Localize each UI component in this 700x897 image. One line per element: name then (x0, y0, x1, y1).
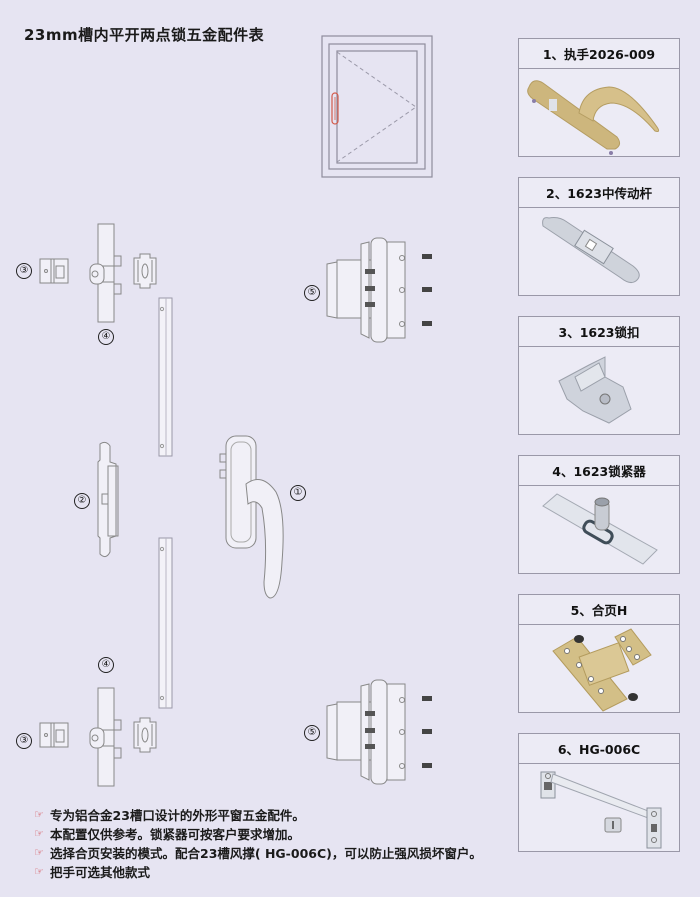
window-glass (336, 50, 418, 164)
note-item: ☞ 专为铝合金23槽口设计的外形平窗五金配件。 (34, 805, 482, 824)
part-card-hinge: 5、合页H (518, 594, 680, 713)
callout-locking-block-bottom: ④ (98, 657, 114, 673)
part-card-title: 6、HG-006C (519, 734, 679, 764)
part-card-title: 1、执手2026-009 (519, 39, 679, 69)
handle-drawing (219, 435, 284, 599)
hinge-drawing-top (326, 237, 432, 343)
page-title: 23mm槽内平开两点锁五金配件表 (24, 26, 265, 44)
notes-list: ☞ 专为铝合金23槽口设计的外形平窗五金配件。 ☞ 本配置仅供参考。锁紧器可按客… (34, 805, 482, 881)
pointing-hand-icon: ☞ (34, 808, 44, 821)
part-card-title: 4、1623锁紧器 (519, 456, 679, 486)
lock-keeper-drawing-top (39, 258, 69, 284)
hinge-icon (552, 628, 652, 712)
callout-keeper-top: ③ (16, 263, 32, 279)
opening-direction-lines (336, 51, 417, 163)
locking-block-clip-drawing-bottom (133, 717, 157, 753)
pointing-hand-icon: ☞ (34, 846, 44, 859)
window-sash-frame (328, 43, 426, 170)
locking-block-drawing-bottom (89, 687, 122, 787)
window-handle-icon (527, 80, 660, 155)
transmission-rod-drawing (97, 441, 119, 558)
part-card-title: 5、合页H (519, 595, 679, 625)
drive-rod-lower (158, 537, 173, 709)
pointing-hand-icon: ☞ (34, 827, 44, 840)
window-outer-frame (321, 35, 433, 178)
part-card-transmission-rod: 2、1623中传动杆 (518, 177, 680, 296)
part-card-title: 3、1623锁扣 (519, 317, 679, 347)
part-card-locking-block: 4、1623锁紧器 (518, 455, 680, 574)
part-card-lock-keeper: 3、1623锁扣 (518, 316, 680, 435)
note-item: ☞ 本配置仅供参考。锁紧器可按客户要求增加。 (34, 824, 482, 843)
part-card-title: 2、1623中传动杆 (519, 178, 679, 208)
window-elevation-diagram (321, 35, 433, 178)
friction-stay-icon (540, 771, 662, 849)
locking-block-drawing-top (89, 223, 122, 323)
transmission-rod-icon (542, 217, 640, 284)
drive-rod-upper (158, 297, 173, 457)
part-card-friction-stay: 6、HG-006C (518, 733, 680, 852)
callout-keeper-bottom: ③ (16, 733, 32, 749)
note-text: 选择合页安装的模式。配合23槽风撑( HG-006C)，可以防止强风损坏窗户。 (50, 846, 482, 861)
handle-position-marker (331, 92, 339, 125)
part-card-handle: 1、执手2026-009 (518, 38, 680, 157)
callout-handle: ① (290, 485, 306, 501)
lock-keeper-drawing-bottom (39, 722, 69, 748)
note-text: 本配置仅供参考。锁紧器可按客户要求增加。 (50, 827, 301, 842)
pointing-hand-icon: ☞ (34, 865, 44, 878)
callout-transmission-rod: ② (74, 493, 90, 509)
note-item: ☞ 把手可选其他款式 (34, 862, 482, 881)
hinge-drawing-bottom (326, 679, 432, 785)
callout-locking-block-top: ④ (98, 329, 114, 345)
callout-hinge-top: ⑤ (304, 285, 320, 301)
callout-hinge-bottom: ⑤ (304, 725, 320, 741)
lock-keeper-icon (558, 356, 632, 424)
note-text: 专为铝合金23槽口设计的外形平窗五金配件。 (50, 808, 305, 823)
locking-block-icon (542, 493, 658, 565)
note-item: ☞ 选择合页安装的模式。配合23槽风撑( HG-006C)，可以防止强风损坏窗户… (34, 843, 482, 862)
note-text: 把手可选其他款式 (50, 865, 151, 880)
locking-block-clip-drawing-top (133, 253, 157, 289)
